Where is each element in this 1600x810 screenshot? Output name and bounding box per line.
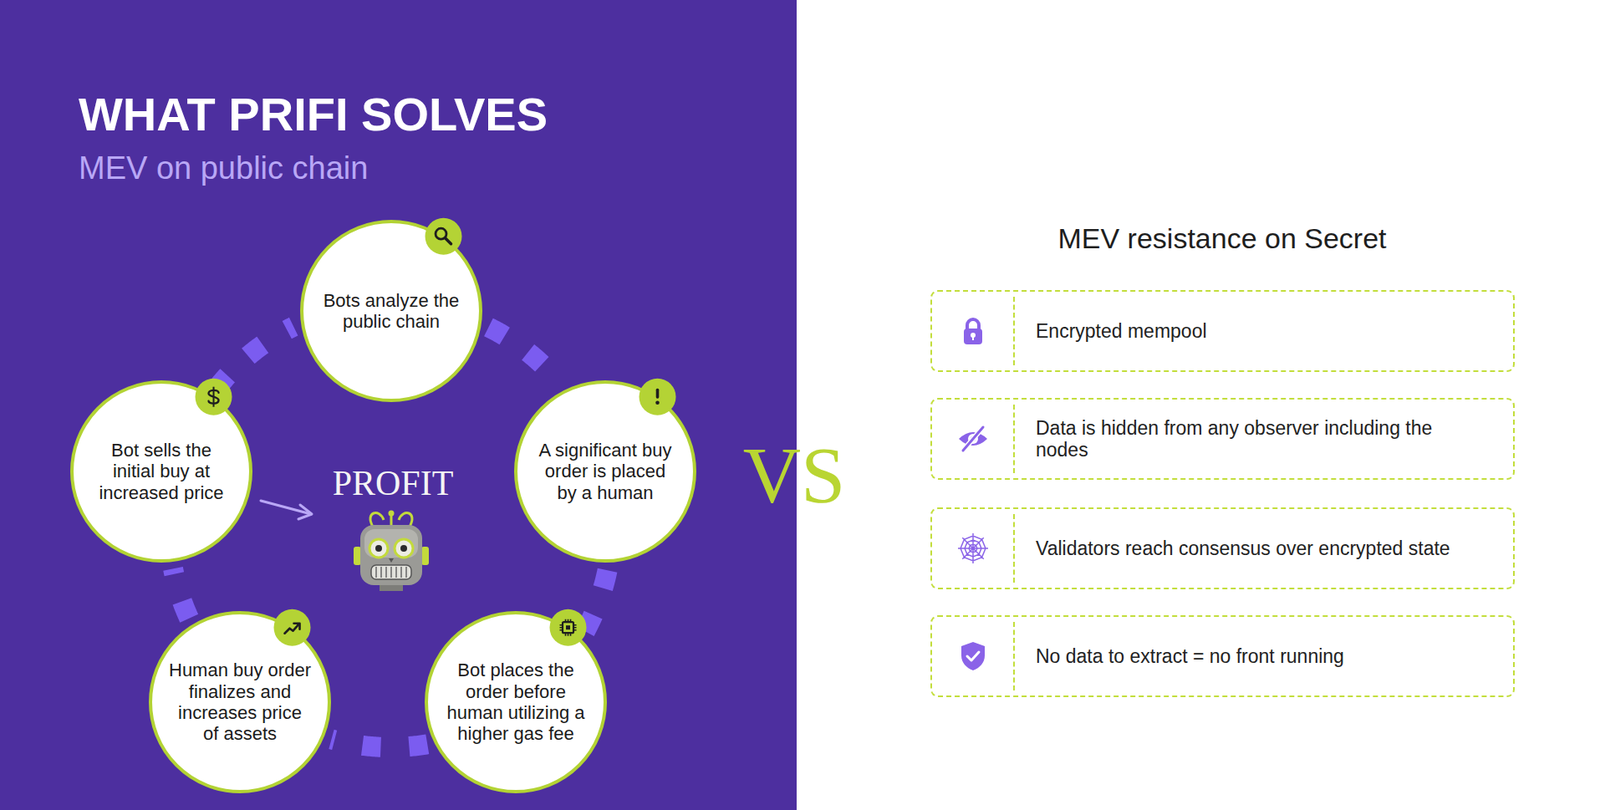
text-block: No data to extract = no front running: [1035, 645, 1345, 668]
robot-ear: [353, 546, 362, 566]
chip-icon: [560, 619, 577, 637]
robot-hair: [398, 513, 413, 527]
robot-teeth: [376, 566, 407, 578]
step-text: Human buy order finalizes and increases …: [168, 659, 312, 744]
dotted-connector: [584, 570, 607, 632]
lock-icon: [972, 335, 974, 341]
dashed-divider: [1013, 514, 1015, 583]
badge: [639, 378, 677, 416]
badge-circle: [639, 378, 677, 416]
step-text: A significant buy order is placed by a h…: [533, 439, 678, 504]
step-text: Bot sells the initial buy at increased p…: [89, 439, 234, 504]
web-icon: [957, 533, 989, 564]
feature-box: Validators reach consensus over encrypte…: [930, 507, 1515, 590]
arrow-head: [298, 504, 312, 520]
text-block: Validators reach consensus over encrypte…: [1035, 537, 1451, 560]
feature-text: Encrypted mempool: [1035, 320, 1208, 342]
feature-icon: [956, 531, 990, 566]
search-icon: [445, 238, 452, 245]
badge-circle: [550, 609, 587, 647]
robot-nose: [388, 558, 394, 563]
step-circle: A significant buy order is placed by a h…: [514, 380, 697, 563]
lock-icon: [967, 319, 979, 330]
robot-antenna: [390, 514, 393, 525]
robot-head: [360, 524, 423, 586]
step-circle: Bot places the order before human utiliz…: [424, 611, 607, 794]
diagram-title: WHAT PRIFI SOLVES: [78, 86, 548, 142]
lock-icon: [963, 328, 983, 345]
feature-box: No data to extract = no front running: [930, 615, 1515, 698]
feature-icon: [956, 422, 990, 456]
shield-icon: [967, 652, 979, 661]
feature-box: Encrypted mempool: [930, 290, 1515, 372]
text-block: Bot sells the initial buy at increased p…: [89, 439, 234, 504]
dotted-connector: [488, 326, 561, 384]
dashed-divider: [1013, 621, 1015, 691]
step-text: Bot places the order before human utiliz…: [443, 659, 588, 744]
step-circle: Bots analyze the public chain: [300, 219, 483, 403]
badge: [550, 609, 587, 647]
step-circle: Human buy order finalizes and increases …: [148, 611, 332, 794]
trend-icon: [285, 624, 300, 634]
badge-circle: [425, 218, 463, 255]
robot-eye: [369, 539, 388, 558]
eye-icon: [963, 427, 984, 451]
robot-pupil: [375, 545, 383, 552]
left-panel: [0, 0, 797, 810]
robot-eye: [394, 539, 413, 558]
feature-box: Data is hidden from any observer includi…: [930, 397, 1515, 480]
chip-icon: [565, 625, 571, 630]
eye-icon: [963, 427, 984, 451]
dotted-connector: [331, 738, 429, 748]
text-block: Human buy order finalizes and increases …: [168, 659, 312, 744]
shield-icon: [961, 642, 985, 671]
profit-arrow: [260, 500, 312, 520]
dashed-divider: [1013, 296, 1015, 366]
badge: [425, 218, 463, 255]
text-block: Encrypted mempool: [1035, 320, 1208, 342]
chip-icon: [562, 621, 574, 633]
feature-text: Validators reach consensus over encrypte…: [1035, 537, 1451, 560]
versus-label: VS: [743, 428, 846, 522]
badge-circle: [195, 378, 233, 416]
dollar-icon: [213, 387, 215, 408]
text-block: Data is hidden from any observer includi…: [1035, 417, 1488, 462]
feature-icon: [956, 314, 990, 348]
alert-icon: [655, 400, 660, 405]
robot-hair: [370, 513, 384, 527]
alert-icon: [656, 388, 660, 399]
text-block: Bot places the order before human utiliz…: [443, 659, 588, 744]
robot-pupil: [400, 545, 408, 552]
feature-text: No data to extract = no front running: [1035, 645, 1345, 668]
step-text: Bots analyze the public chain: [319, 290, 464, 333]
profit-label: PROFIT: [332, 463, 454, 504]
text-block: A significant buy order is placed by a h…: [533, 439, 678, 504]
robot-highlight: [364, 529, 418, 558]
step-circle: Bot sells the initial buy at increased p…: [70, 380, 253, 563]
dashed-divider: [1013, 404, 1015, 474]
robot-ear: [421, 546, 429, 566]
robot-illustration: [353, 510, 429, 592]
badge-circle: [274, 609, 311, 647]
feature-icon: [956, 639, 990, 673]
dotted-connector: [215, 326, 294, 390]
badge: [195, 378, 233, 416]
robot-mouth: [371, 565, 412, 580]
subtitle: MEV on public chain: [78, 150, 368, 187]
dotted-connector: [173, 568, 189, 618]
section-heading: MEV resistance on Secret: [1057, 222, 1386, 255]
robot-antenna-tip: [388, 510, 395, 517]
feature-text: Data is hidden from any observer includi…: [1035, 417, 1488, 462]
trend-icon: [294, 623, 301, 630]
badge: [274, 609, 311, 647]
text-block: Bots analyze the public chain: [319, 290, 464, 333]
